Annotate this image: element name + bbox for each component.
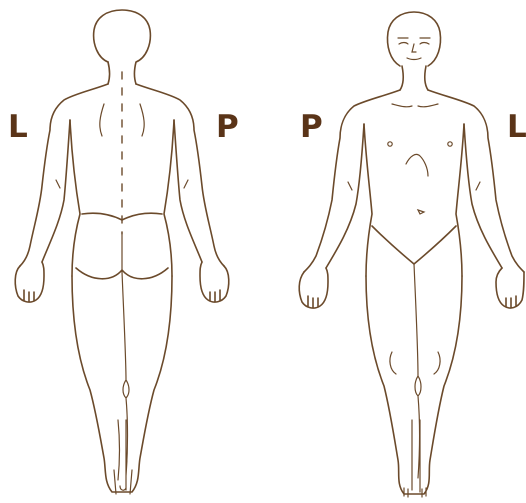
back-left-hand	[15, 262, 44, 302]
front-right-nipple	[448, 142, 452, 146]
front-knees	[390, 352, 440, 374]
front-toes	[404, 488, 426, 497]
front-face-nose	[412, 44, 416, 52]
front-sternum	[406, 154, 428, 176]
front-collarbones	[392, 104, 438, 107]
front-view-figure	[299, 12, 524, 497]
back-inner-legs	[118, 272, 129, 490]
front-torso-outline	[304, 90, 524, 272]
back-legs	[72, 276, 172, 492]
back-right-elbow	[184, 180, 188, 188]
front-view-left-label: P	[300, 112, 323, 143]
front-legs	[366, 276, 462, 494]
front-left-hand	[299, 268, 328, 308]
back-view-right-label: P	[216, 112, 239, 143]
front-head	[388, 12, 441, 90]
back-view-left-label: L	[8, 112, 28, 143]
front-view-right-label: L	[507, 112, 526, 143]
back-right-hand	[200, 262, 229, 302]
back-left-scapula	[100, 104, 104, 136]
back-neck-left	[108, 62, 110, 84]
front-face-eyes	[398, 38, 430, 44]
front-groin	[372, 226, 456, 264]
back-right-arm	[174, 120, 202, 262]
front-face-mouth	[407, 58, 421, 60]
front-right-hand	[496, 268, 524, 308]
front-arm-creases	[348, 182, 480, 190]
front-inner-legs	[412, 264, 421, 492]
front-navel	[418, 210, 424, 214]
back-left-elbow	[56, 180, 60, 188]
back-right-scapula	[140, 104, 144, 136]
back-left-arm	[42, 120, 70, 262]
back-feet	[114, 470, 132, 494]
back-view-figure	[15, 10, 229, 494]
front-left-nipple	[388, 142, 392, 146]
front-waist	[364, 124, 464, 276]
